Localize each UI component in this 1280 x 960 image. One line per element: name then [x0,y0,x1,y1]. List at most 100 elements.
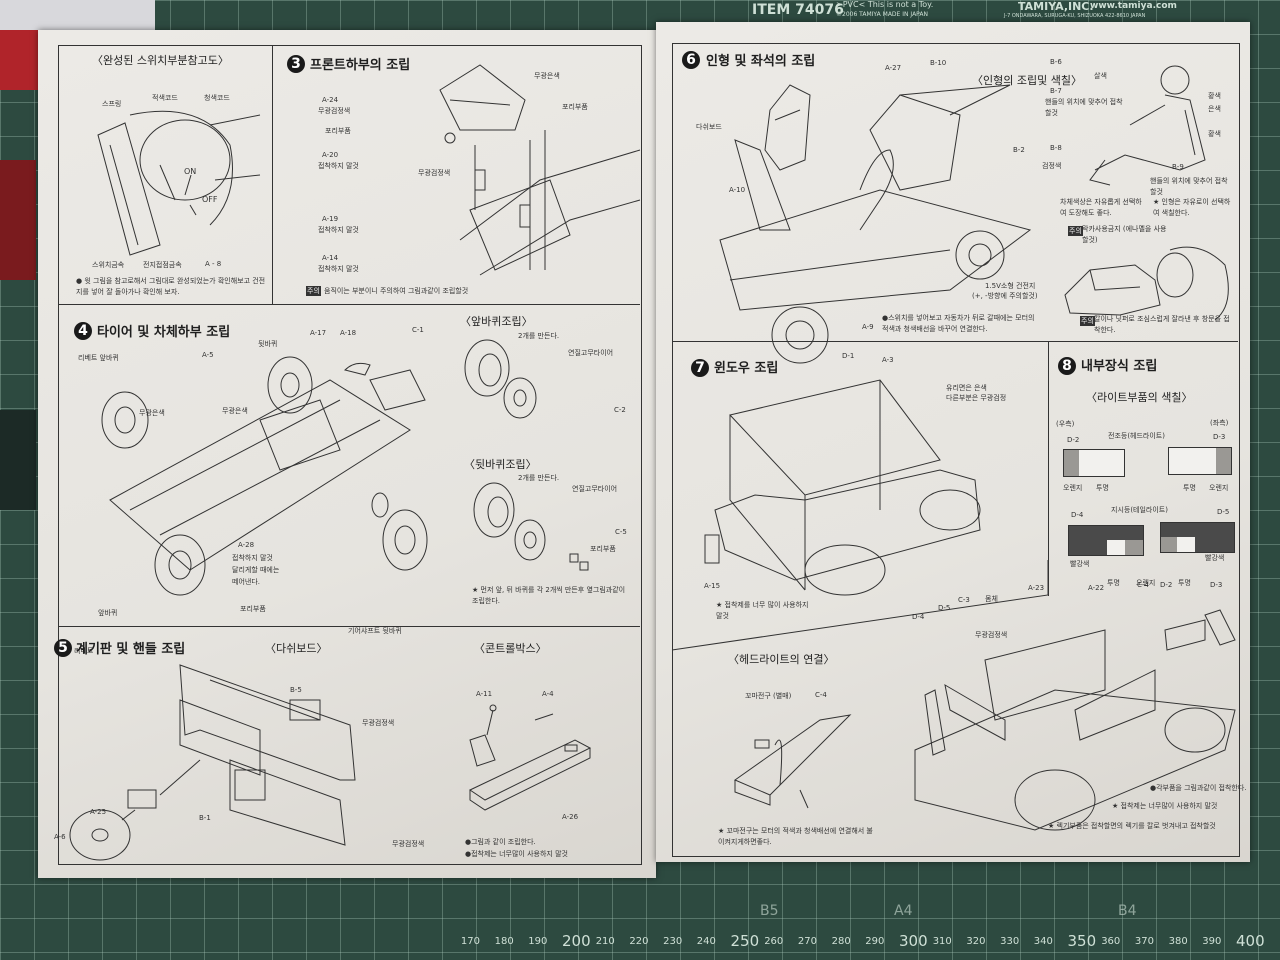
switch-note: ● 윗 그림을 참고로해서 그림대로 완성되었는가 확인해보고 건전지를 넣어 … [76,277,266,296]
part-label: 포리부품 [590,545,616,553]
part-label: B-1 [199,814,211,822]
front-wheel-drawing [464,339,537,419]
ruler-number: 260 [764,936,784,947]
caution-tag: 주의 [306,286,321,296]
part-label: A-26 [562,813,579,821]
color-label: 무광은색 [139,409,165,417]
instruction-label: 접착하지 말것 [232,554,273,562]
part-label: A-15 [704,582,721,590]
paper-size-b5: B5 [760,903,779,919]
part-label: B-7 [1050,87,1062,95]
divider [671,560,1049,651]
part-label: C-4 [815,691,827,699]
part-label: 스프링 [102,100,122,108]
color-label: 무광은색 [222,407,248,415]
instruction-label: 달리게할 때에는 [232,566,280,574]
part-label: B-9 [1172,163,1184,171]
color-label: 투명 [1107,579,1120,587]
section-title: 〈완성된 스위치부분참고도〉 [92,54,229,67]
instruction-label: 핸들의 위치에 맞추어 접착할것 [1045,98,1123,117]
color-label: 투명 [1178,579,1191,587]
caution-tag: 주의 [1080,316,1095,326]
item-number: ITEM 74076 [752,2,844,18]
ruler-number: 250 [730,932,760,950]
ruler-number: 230 [663,936,683,947]
part-label: 앞바퀴 [98,609,118,617]
part-label: A-28 [238,541,255,549]
front-underbody-drawing [439,64,641,276]
quantity-label: 2개를 만든다. [518,474,560,482]
part-label: B-5 [290,686,302,694]
on-label: ON [184,167,197,176]
chassis-drawing [101,356,428,596]
step-number: 8 [1058,357,1076,375]
dashboard-drawing [69,664,356,861]
interior-assembly-drawing [914,609,1236,831]
box-piece [0,160,36,280]
part-label: A-14 [322,254,339,262]
color-label: 투명 [1183,484,1196,492]
wheel-note: ★ 먼저 앞, 뒤 바퀴를 각 2개씩 만든후 옆그림과같이 조립한다. [472,586,626,605]
part-label: 청색코드 [204,94,230,102]
instruction-label: 접착하지 말것 [318,265,359,273]
side-label: (우측) [1056,420,1075,428]
part-label: 적색코드 [152,94,178,102]
ruler-number: 370 [1134,936,1154,947]
part-label: C-2 [614,406,626,414]
ruler-number: 200 [562,932,591,950]
quantity-label: 2개를 만든다. [518,332,560,340]
part-label: 리베트 [74,647,94,655]
part-label: 연질고무타이어 [568,349,614,357]
color-label: 유리면은 은색 [946,384,987,392]
ruler-number: 380 [1168,936,1188,947]
taillamp-label: 지시등(테일라이트) [1111,506,1168,514]
right-frame [672,43,1240,857]
color-label: 무광검정색 [392,840,425,848]
driver-figure-drawing [1089,65,1206,186]
part-label: D-5 [1217,508,1230,516]
divider [272,45,273,304]
ruler-number: 310 [932,936,952,947]
part-label: 연질고무타이어 [572,485,618,493]
step-note: 움직이는 부분이니 주의하여 그림과같이 조립할것 [324,287,469,295]
rear-wheel-title: 〈뒷바퀴조립〉 [464,458,537,471]
part-label: C-1 [412,326,424,334]
ruler-number: 210 [595,936,615,947]
left-page [38,30,656,878]
part-label: A-5 [202,351,214,359]
battery-label: (+, -방향에 주의할것) [972,292,1038,300]
orange-area [1125,540,1143,555]
ruler-number: 290 [865,936,885,947]
color-label: 오렌지 [1209,484,1229,492]
part-label: 스위치금속 [92,261,125,269]
company-url: www.tamiya.com [1090,1,1177,11]
step-number: 4 [74,322,92,340]
step-note: ●접착제는 너무많이 사용하지 말것 [465,850,568,858]
color-label: 은색 [1208,105,1221,113]
divider [58,626,640,627]
part-label: A-27 [885,64,902,72]
interior-drawing [719,84,1032,364]
step-note: ●각부품을 그림과같이 접착한다. [1150,784,1247,792]
part-label: A-9 [862,323,874,331]
part-label: D-3 [1210,581,1223,589]
headlight-note: ★ 꼬마전구는 모터의 적색과 청색배선에 연결해서 불이켜지게하면좋다. [718,827,873,846]
part-label: A-19 [322,215,339,223]
box-piece [0,410,36,510]
orange-area [1161,537,1177,552]
paper-size-b4: B4 [1118,903,1137,919]
window-body-drawing [704,379,981,596]
part-label: 꼬마전구 (별매) [745,692,792,700]
headlight-swatch-right-side [1063,449,1125,477]
step-note: ●스위치를 넣어보고 자동차가 뒤로 갈때에는 모터의 적색과 청색배선을 바꾸… [882,314,1035,333]
divider [1048,341,1049,596]
color-label: 살색 [1094,72,1107,80]
part-label: 전지접점금속 [143,261,182,269]
part-label: D-4 [1071,511,1084,519]
ruler-number: 390 [1202,936,1222,947]
step-note: ★ 렉기부품은 접착할면의 렉기를 칼로 벗겨내고 접착할것 [1048,822,1216,830]
step-number: 7 [691,359,709,377]
step-number: 6 [682,51,700,69]
ruler-number: 220 [629,936,649,947]
